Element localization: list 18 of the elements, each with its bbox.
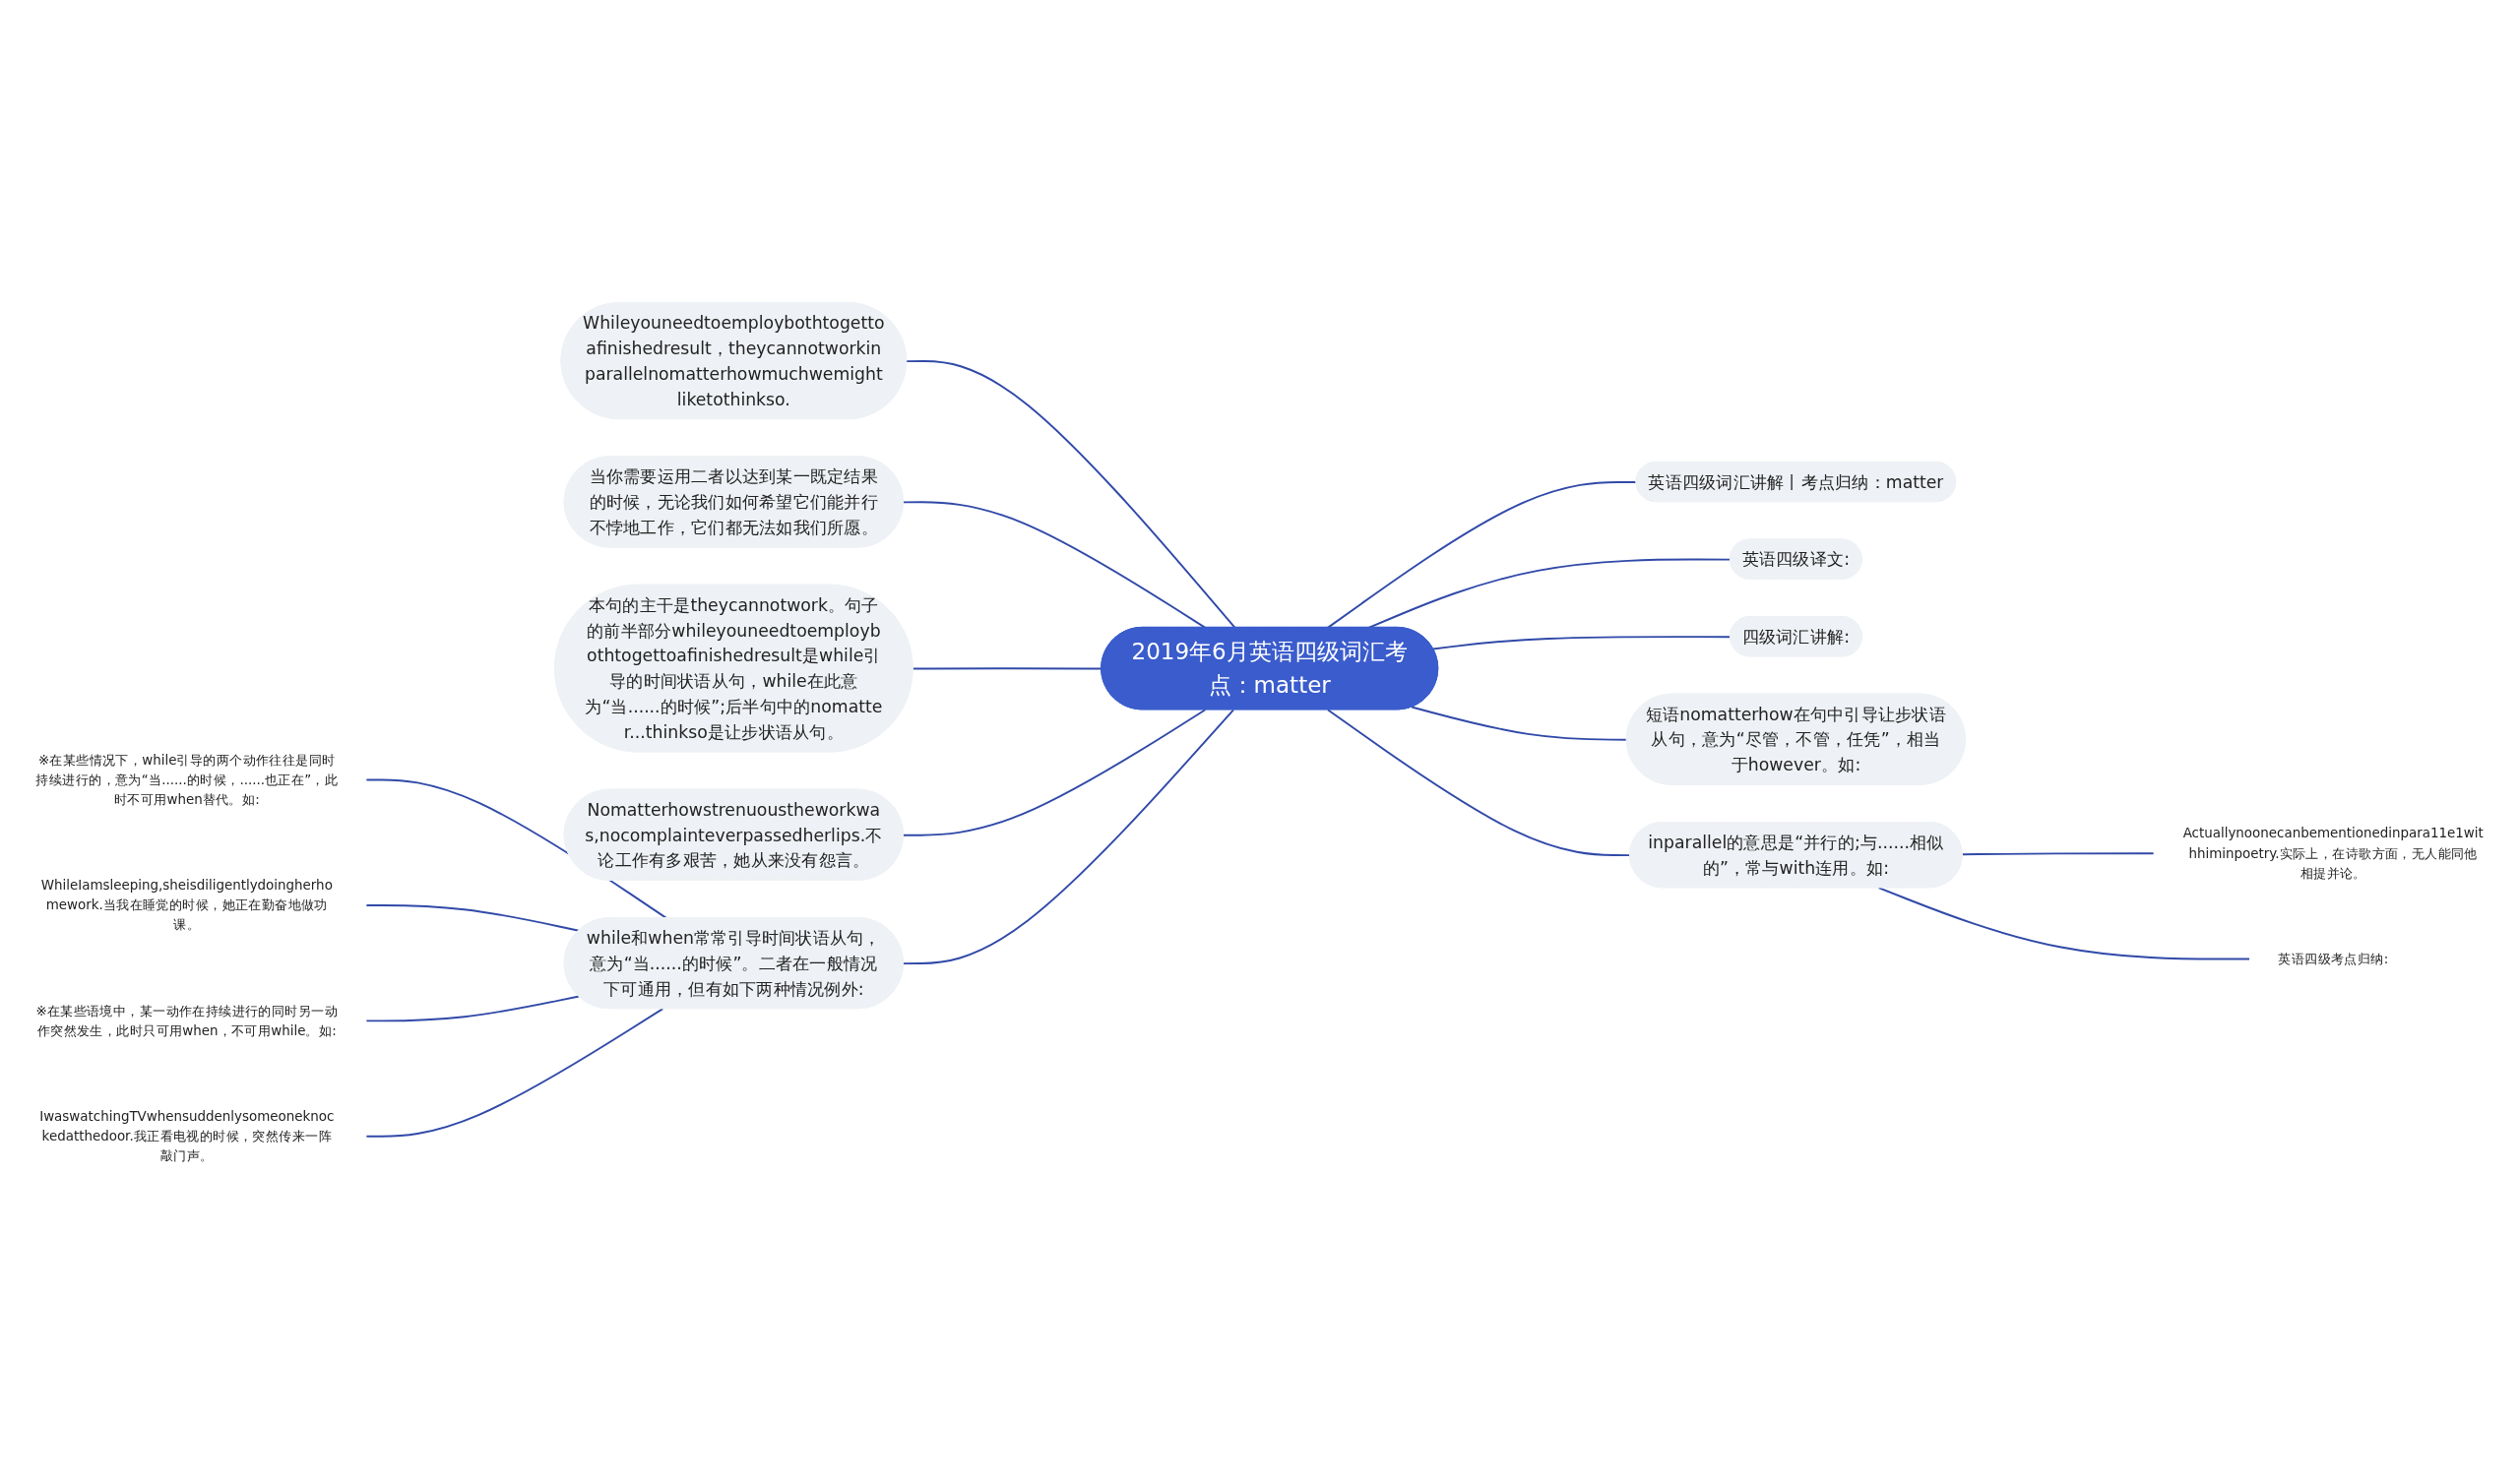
connector	[364, 1008, 664, 1138]
connector	[1877, 887, 2251, 960]
node-text: WhileIamsleeping,sheisdiligentlydoingherhomework.当我在睡觉的时候，她正在勤奋地做功课。	[40, 877, 333, 933]
connector	[902, 501, 1207, 629]
connector	[1432, 636, 1732, 650]
node-text: ※在某些情况下，while引导的两个动作往往是同时持续进行的，意为“当......的时候，......也正在”，此时不可用when替代。如:	[35, 752, 339, 807]
connector	[1367, 558, 1732, 629]
node-text: Actuallynoonecanbementionedinpara11e1withhiminpoetry.实际上，在诗歌方面，无人能同他相提并论。	[2182, 825, 2484, 881]
connector	[1411, 706, 1628, 741]
node-text: ※在某些语境中，某一动作在持续进行的同时另一动作突然发生，此时只可用when，不可用while。如:	[35, 1003, 339, 1038]
connector	[1326, 481, 1638, 629]
connector	[1961, 852, 2156, 856]
connector	[902, 709, 1207, 836]
connector	[1326, 709, 1631, 857]
connector	[906, 360, 1236, 629]
node-text: 英语四级考点归纳:	[2278, 951, 2389, 966]
node-text: IwaswatchingTVwhensuddenlysomeoneknockedatthedoor.我正看电视的时候，突然传来一阵敲门声。	[39, 1108, 335, 1164]
connector	[902, 709, 1234, 965]
